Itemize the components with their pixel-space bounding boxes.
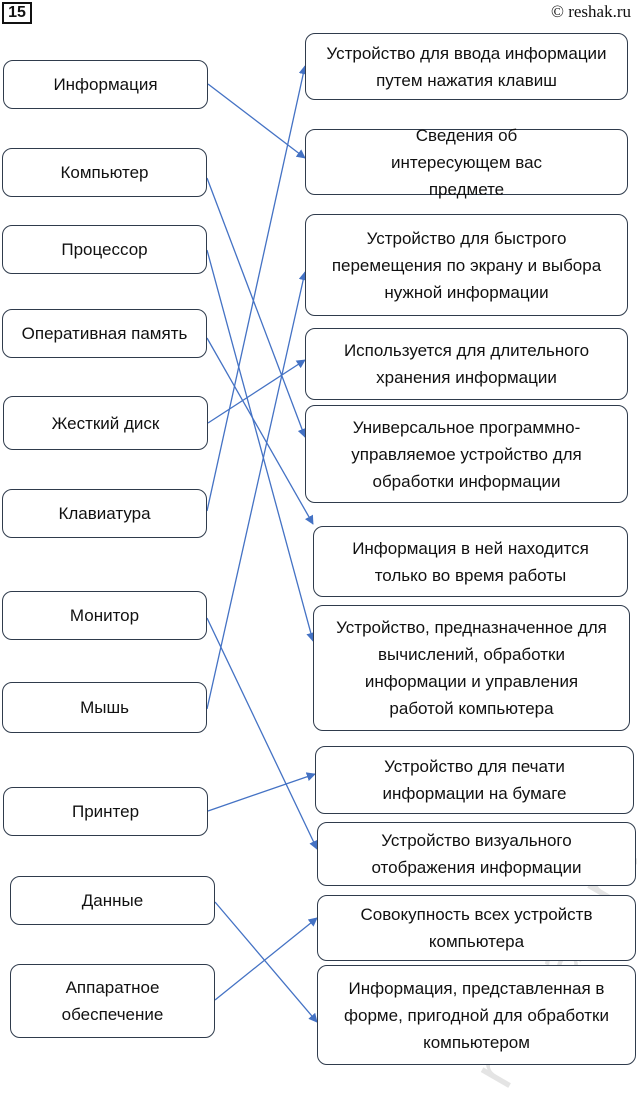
connector-arrow [206,337,314,525]
term-box: Оперативная память [2,309,207,358]
term-box: Данные [10,876,215,925]
term-label: Принтер [71,802,140,821]
definition-label: Совокупность всех устройств компьютера [360,905,593,951]
term-label: Данные [81,891,144,910]
term-box: Монитор [2,591,207,640]
connector-arrow [206,617,318,850]
definition-box: Информация, представленная в форме, приг… [317,965,636,1065]
site-credit: © reshak.ru [551,2,631,21]
definition-box: Устройство, предназначенное для вычислен… [313,605,630,731]
connector-arrow [214,917,318,1001]
term-box: Принтер [3,787,208,836]
definition-label: Устройство визуального отображения инфор… [371,831,582,877]
connector-arrow [206,177,307,438]
definition-box: Устройство визуального отображения инфор… [317,822,636,886]
term-label: Компьютер [60,163,149,182]
definition-box: Устройство для быстрого перемещения по э… [305,214,628,316]
connector-arrow [207,772,316,812]
definition-label: Информация в ней находится только во вре… [352,538,589,585]
definition-label: Информация, представленная в форме, приг… [344,978,609,1052]
definition-box: Устройство для печати информации на бума… [315,746,634,814]
definition-label: Устройство для ввода информации путем на… [326,43,607,90]
definition-box: Сведения об интересующем вас предмете [305,126,628,199]
term-box: Жесткий диск [3,396,208,450]
definition-box: Универсальное программно-управляемое уст… [305,405,628,503]
definition-label: Устройство, предназначенное для вычислен… [336,618,607,718]
connector-arrow [206,65,308,512]
term-label: Жесткий диск [51,413,160,433]
connector-arrow [206,271,308,710]
definition-box: Устройство для ввода информации путем на… [305,33,628,100]
term-label: Аппаратное обеспечение [61,978,164,1024]
term-box: Компьютер [2,148,207,197]
definition-label: Сведения об интересующем вас предмете [390,125,543,199]
term-label: Мышь [80,698,129,717]
connector-layer [206,65,318,1023]
connector-arrow [207,83,306,159]
connector-arrow [206,249,316,642]
task-number: 15 [2,2,32,24]
term-box: Мышь [2,682,207,733]
term-box: Клавиатура [2,489,207,538]
definition-box: Используется для длительного хранения ин… [305,328,628,400]
definition-label: Используется для длительного хранения ин… [343,341,590,387]
term-label: Процессор [61,240,148,259]
definition-box: Совокупность всех устройств компьютера [317,895,636,961]
term-label: Клавиатура [58,504,151,523]
connector-arrow [214,901,318,1023]
connector-arrow [207,359,306,424]
term-label: Информация [53,75,158,94]
definition-label: Устройство для быстрого перемещения по э… [331,228,602,302]
definition-label: Универсальное программно-управляемое уст… [351,417,582,491]
term-box: Аппаратное обеспечение [10,964,215,1038]
term-label: Оперативная память [21,324,188,343]
definition-label: Устройство для печати информации на бума… [382,757,567,803]
term-label: Монитор [69,606,140,625]
definition-box: Информация в ней находится только во вре… [313,526,628,597]
term-box: Информация [3,60,208,109]
term-box: Процессор [2,225,207,274]
